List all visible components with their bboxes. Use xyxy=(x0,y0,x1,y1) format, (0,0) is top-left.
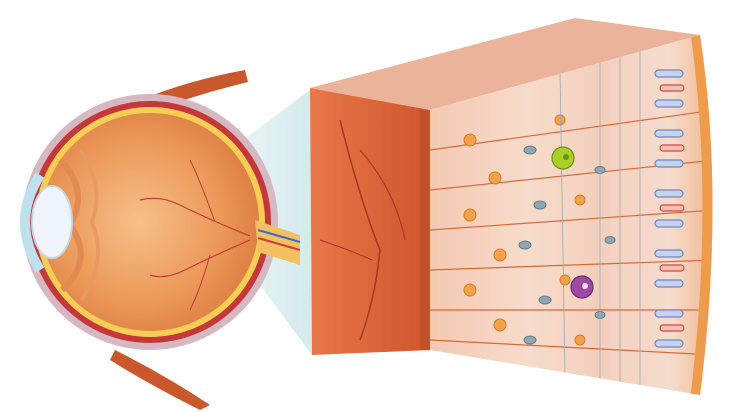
green-cell-icon xyxy=(552,147,574,169)
purple-cell-icon xyxy=(571,276,593,298)
retina-layers-icon xyxy=(310,18,729,400)
lower-eye-muscle xyxy=(110,350,210,410)
